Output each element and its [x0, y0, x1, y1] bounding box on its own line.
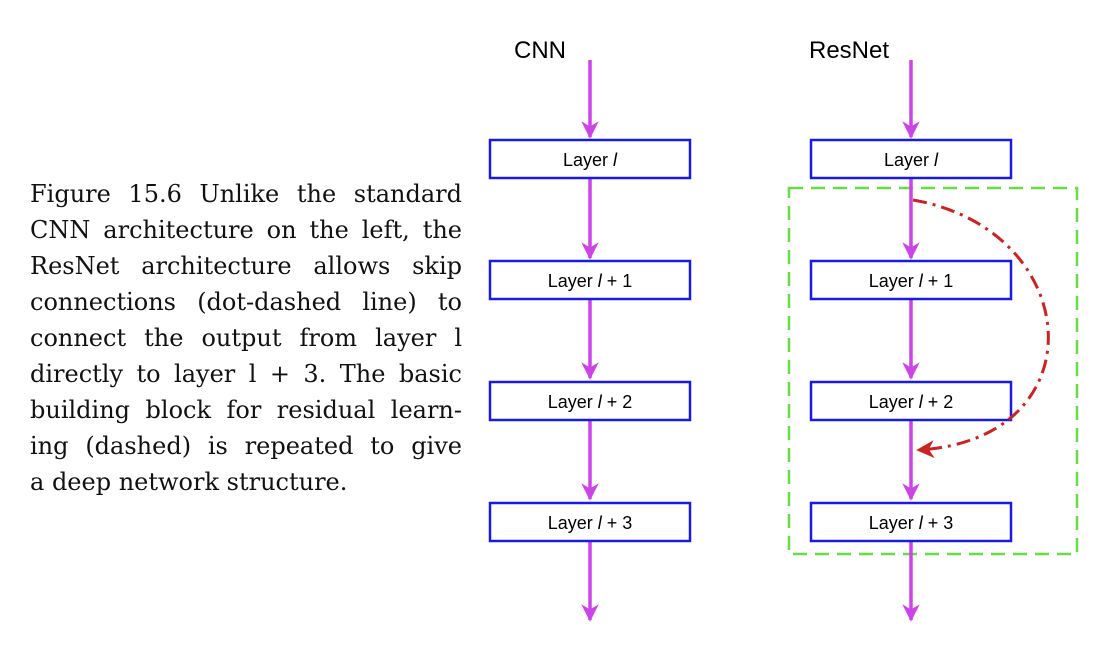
cnn-layer-2: Layer l + 1 [488, 259, 692, 301]
layer-box [488, 259, 692, 301]
layer-name: Layer [869, 392, 914, 412]
layer-name: Layer [548, 392, 593, 412]
caption-line-6: directly to layer l + 3. The basic [30, 360, 462, 388]
caption-line-9: a deep network structure. [30, 468, 348, 496]
cnn-title: CNN [514, 37, 566, 64]
layer-suffix: + 2 [602, 392, 633, 412]
cnn-layer-3: Layer l + 2 [488, 380, 692, 422]
caption-line-2: CNN architecture on the left, the [30, 216, 462, 244]
svg-text:Layer l: Layer l [884, 150, 939, 170]
figure-caption: Figure 15.6 Unlike the standard CNN arch… [30, 176, 462, 500]
layer-box [809, 138, 1013, 180]
layer-var: l [598, 513, 603, 533]
layer-var: l [919, 513, 924, 533]
svg-text:Layer l + 2: Layer l + 2 [869, 392, 954, 412]
layer-box [488, 380, 692, 422]
layer-name: Layer [869, 271, 914, 291]
caption-line-8: ing (dashed) is repeated to give [30, 432, 462, 460]
layer-var: l [934, 150, 939, 170]
layer-box [809, 501, 1013, 543]
resnet-layer-3: Layer l + 2 [809, 380, 1013, 422]
layer-name: Layer [563, 150, 608, 170]
layer-suffix: + 1 [923, 271, 954, 291]
resnet-layer-4: Layer l + 3 [809, 501, 1013, 543]
svg-text:Layer l + 1: Layer l + 1 [548, 271, 633, 291]
layer-box [809, 259, 1013, 301]
layer-var: l [613, 150, 618, 170]
residual-block-outline [787, 186, 1079, 556]
caption-line-1: Figure 15.6 Unlike the standard [30, 180, 462, 208]
layer-suffix: + 2 [923, 392, 954, 412]
layer-var: l [598, 271, 603, 291]
resnet-title: ResNet [809, 37, 889, 64]
resnet-layer-1: Layer l [809, 138, 1013, 180]
layer-name: Layer [869, 513, 914, 533]
layer-var: l [919, 392, 924, 412]
layer-var: l [919, 271, 924, 291]
layer-box [809, 380, 1013, 422]
caption-line-5: connect the output from layer l [30, 324, 462, 352]
cnn-layer-4: Layer l + 3 [488, 501, 692, 543]
svg-text:Layer l + 1: Layer l + 1 [869, 271, 954, 291]
layer-name: Layer [548, 513, 593, 533]
caption-line-3: ResNet architecture allows skip [30, 252, 462, 280]
skip-connection-arrow [912, 198, 1050, 459]
cnn-layer-1: Layer l [488, 138, 692, 180]
layer-box [488, 138, 692, 180]
layer-name: Layer [884, 150, 929, 170]
layer-name: Layer [548, 271, 593, 291]
svg-text:Layer l + 3: Layer l + 3 [548, 513, 633, 533]
layer-var: l [598, 392, 603, 412]
caption-line-4: connections (dot-dashed line) to [30, 288, 462, 316]
svg-text:Layer l + 2: Layer l + 2 [548, 392, 633, 412]
layer-box [488, 501, 692, 543]
layer-suffix: + 3 [602, 513, 633, 533]
layer-suffix: + 3 [923, 513, 954, 533]
layer-suffix: + 1 [602, 271, 633, 291]
svg-text:Layer l: Layer l [563, 150, 618, 170]
resnet-layer-2: Layer l + 1 [809, 259, 1013, 301]
caption-line-7: building block for residual learn- [30, 396, 462, 424]
svg-text:Layer l + 3: Layer l + 3 [869, 513, 954, 533]
